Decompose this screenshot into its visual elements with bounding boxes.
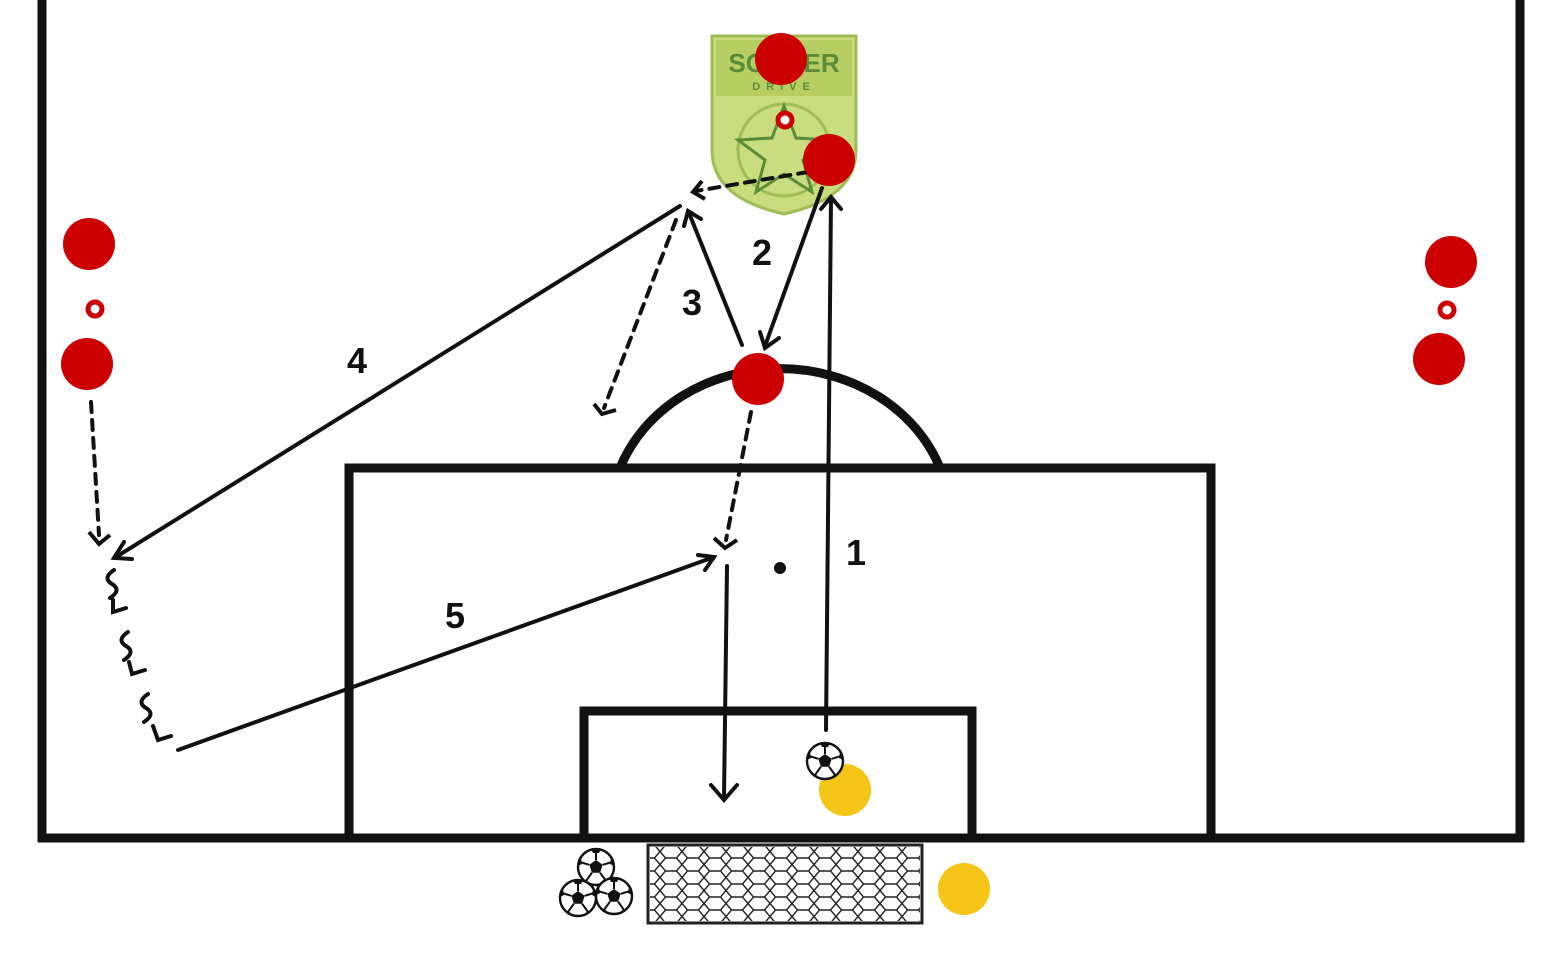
player-left-2 bbox=[61, 338, 113, 390]
step-label-4: 4 bbox=[347, 340, 367, 381]
player-center bbox=[732, 353, 784, 405]
soccer-ball-icon bbox=[558, 878, 598, 918]
player-top-1 bbox=[755, 33, 807, 85]
pass-3-line bbox=[687, 211, 744, 347]
server-yellow bbox=[938, 863, 990, 915]
run-center-player bbox=[724, 410, 753, 542]
goal-area bbox=[579, 706, 977, 838]
shot-arrowhead bbox=[709, 783, 739, 804]
pass-5-arrowhead bbox=[696, 553, 718, 572]
pass-4-line bbox=[114, 204, 682, 559]
runs bbox=[89, 170, 810, 542]
step-labels: 1 2 3 4 5 bbox=[347, 232, 866, 636]
dribble-path bbox=[105, 568, 173, 743]
cone-icon bbox=[85, 299, 105, 319]
soccer-ball-icon bbox=[805, 741, 845, 781]
run-from-point bbox=[602, 218, 678, 410]
run-left-wing bbox=[89, 400, 101, 537]
logo-subtitle: DRIVE bbox=[752, 81, 816, 93]
player-right-1 bbox=[1425, 236, 1477, 288]
cone-icon bbox=[1437, 300, 1457, 320]
player-left-1 bbox=[63, 218, 115, 270]
soccer-ball-icon bbox=[594, 876, 634, 916]
player-right-2 bbox=[1413, 333, 1465, 385]
pass-4-arrowhead bbox=[110, 540, 134, 561]
step-label-5: 5 bbox=[445, 595, 465, 636]
pass-3-arrowhead bbox=[682, 207, 703, 228]
pass-lines bbox=[110, 186, 843, 804]
player-top-2 bbox=[803, 134, 855, 186]
pass-2-line bbox=[763, 186, 824, 348]
step-label-3: 3 bbox=[682, 282, 702, 323]
run-arrowheads bbox=[87, 179, 739, 551]
goal-net-icon bbox=[646, 843, 924, 925]
step-label-2: 2 bbox=[752, 232, 772, 273]
pass-2-arrowhead bbox=[758, 330, 781, 352]
penalty-spot bbox=[774, 562, 786, 574]
shot-line bbox=[722, 564, 729, 800]
attacking-players bbox=[61, 33, 1477, 405]
run-top-player bbox=[694, 170, 810, 193]
pass-1-line bbox=[824, 197, 833, 732]
penalty-box bbox=[344, 463, 1216, 838]
cone-icon bbox=[775, 110, 795, 130]
pass-5-line bbox=[176, 555, 716, 752]
keepers bbox=[819, 764, 990, 915]
pass-1-arrowhead bbox=[819, 193, 843, 211]
step-label-1: 1 bbox=[846, 532, 866, 573]
cones bbox=[85, 110, 1457, 320]
